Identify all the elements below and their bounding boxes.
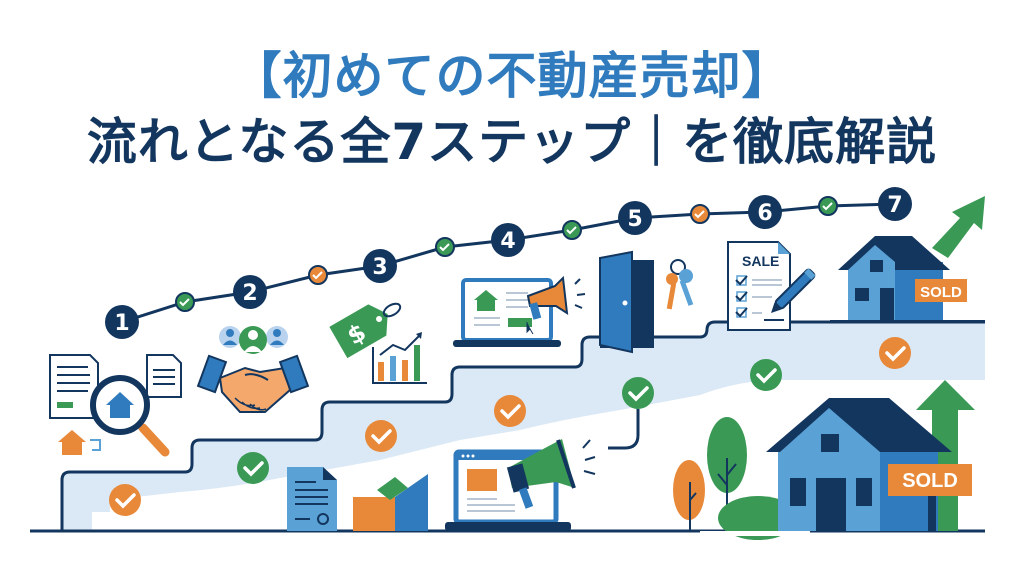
- check-icon: [690, 204, 710, 224]
- step-node-6[interactable]: 6: [748, 195, 782, 229]
- price-tag-chart-icon: $: [329, 302, 427, 384]
- check-icon: [750, 359, 782, 391]
- svg-text:7: 7: [887, 193, 902, 218]
- step-node-2[interactable]: 2: [233, 275, 267, 309]
- check-icon: [622, 377, 654, 409]
- trees-icon: [673, 417, 810, 540]
- stair-check-icons: [109, 337, 911, 516]
- pen-icon: [771, 268, 816, 313]
- step-node-3[interactable]: 3: [363, 249, 397, 283]
- check-icon: [818, 196, 838, 216]
- path-check-icons: [175, 196, 838, 312]
- svg-text:3: 3: [372, 255, 387, 280]
- svg-text:1: 1: [114, 311, 129, 336]
- property-search-icon: [49, 354, 182, 457]
- svg-text:SOLD: SOLD: [902, 470, 958, 492]
- step-node-5[interactable]: 5: [618, 201, 652, 235]
- step-node-7[interactable]: 7: [878, 187, 912, 221]
- check-icon: [175, 292, 195, 312]
- svg-text:2: 2: [242, 281, 257, 306]
- check-icon: [237, 452, 269, 484]
- svg-text:5: 5: [627, 207, 642, 232]
- check-icon: [879, 337, 911, 369]
- folder-icon: [353, 474, 428, 531]
- sale-contract-icon: SALE: [727, 241, 816, 331]
- checkbox-icon: [735, 291, 748, 302]
- check-icon: [109, 484, 141, 516]
- sold-house-icon: SOLD: [830, 196, 985, 322]
- check-icon: [308, 265, 328, 285]
- svg-text:4: 4: [500, 229, 515, 254]
- svg-text:SALE: SALE: [742, 253, 779, 269]
- check-icon: [494, 395, 526, 427]
- check-icon: [365, 420, 397, 452]
- check-icon: [562, 220, 582, 240]
- door-keys-icon: [599, 250, 694, 354]
- agent-handshake-icon: [196, 326, 310, 413]
- check-icon: [435, 237, 455, 257]
- step-node-4[interactable]: 4: [491, 223, 525, 257]
- page-title-line-2: 流れとなる全7ステップ｜を徹底解説: [86, 113, 938, 171]
- svg-text:SOLD: SOLD: [920, 284, 962, 301]
- sold-house-large-icon: SOLD: [766, 380, 975, 531]
- document-icon: [287, 467, 337, 531]
- checkbox-icon: [735, 307, 748, 318]
- step-node-1[interactable]: 1: [105, 305, 139, 339]
- page-title-line-1: 【初めての不動産売却】: [231, 47, 793, 105]
- svg-text:6: 6: [757, 201, 772, 226]
- online-marketing-icon: [453, 275, 586, 347]
- checkbox-icon: [735, 275, 748, 286]
- laptop-megaphone-icon: [445, 439, 596, 531]
